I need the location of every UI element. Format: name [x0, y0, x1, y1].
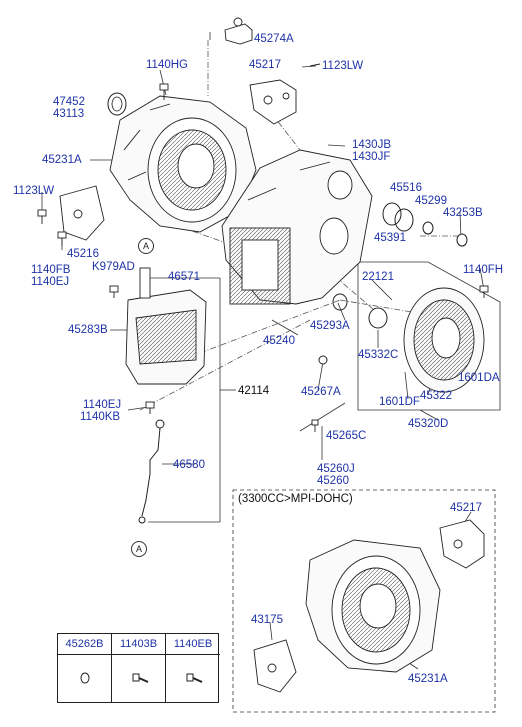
- o-ring-icon: [80, 672, 90, 684]
- part-label-1140kb: 1140KB: [80, 411, 121, 423]
- legend-code: 11403B: [112, 634, 165, 655]
- bolt-icon: [186, 673, 203, 683]
- part-label-45240: 45240: [263, 335, 295, 347]
- part-label-45217: 45217: [249, 59, 281, 71]
- part-label-46571: 46571: [168, 271, 200, 283]
- part-label-45332c: 45332C: [358, 349, 399, 361]
- part-label-1123lw-top: 1123LW: [322, 60, 364, 72]
- part-label-45260: 45260: [317, 475, 349, 487]
- legend-cell: 11403B: [112, 634, 166, 702]
- bolt-icon: [132, 673, 149, 683]
- part-label-45231a-variant: 45231A: [408, 673, 448, 685]
- part-label-42114: 42114: [238, 385, 270, 397]
- legend-code: 45262B: [58, 634, 111, 655]
- legend-code: 1140EB: [166, 634, 220, 655]
- part-label-45283b: 45283B: [68, 324, 108, 336]
- parts-legend-table: 45262B 11403B 1140EB: [57, 633, 220, 703]
- part-label-1140ej-a: 1140EJ: [31, 276, 70, 288]
- part-label-1430jf: 1430JF: [352, 151, 391, 163]
- part-label-45267a: 45267A: [301, 386, 341, 398]
- part-label-45391: 45391: [374, 232, 406, 244]
- part-label-43113: 43113: [53, 108, 85, 120]
- legend-cell: 1140EB: [166, 634, 220, 702]
- part-label-45293a: 45293A: [310, 320, 350, 332]
- part-label-45320d: 45320D: [408, 418, 449, 430]
- part-label-45299: 45299: [415, 195, 447, 207]
- part-label-1140fh: 1140FH: [463, 264, 504, 276]
- part-label-1140fb: 1140FB: [31, 264, 71, 276]
- part-label-22121: 22121: [362, 271, 394, 283]
- part-label-45265c: 45265C: [326, 430, 367, 442]
- part-label-47452: 47452: [53, 96, 85, 108]
- part-label-43253b: 43253B: [443, 207, 483, 219]
- part-label-46580: 46580: [173, 459, 205, 471]
- part-label-45231a: 45231A: [42, 154, 82, 166]
- part-label-1140ej-b: 1140EJ: [83, 399, 122, 411]
- part-label-45322: 45322: [420, 390, 452, 402]
- part-label-45216: 45216: [67, 248, 99, 260]
- part-label-1430jb: 1430JB: [352, 139, 392, 151]
- part-label-45260j: 45260J: [317, 463, 355, 475]
- reference-marker-bottom: A: [131, 541, 147, 557]
- part-label-45516: 45516: [390, 182, 422, 194]
- part-label-45217-variant: 45217: [450, 502, 482, 514]
- part-label-1140hg: 1140HG: [146, 59, 188, 71]
- part-label-43175: 43175: [251, 614, 283, 626]
- variant-box-title: (3300CC>MPI-DOHC): [238, 493, 353, 505]
- part-label-1123lw-left: 1123LW: [13, 185, 55, 197]
- part-label-k979ad: K979AD: [92, 261, 135, 273]
- part-label-1601da: 1601DA: [458, 372, 500, 384]
- part-label-1601df: 1601DF: [379, 396, 420, 408]
- reference-marker-top: A: [138, 238, 154, 254]
- part-label-45274a: 45274A: [254, 33, 294, 45]
- legend-cell: 45262B: [58, 634, 112, 702]
